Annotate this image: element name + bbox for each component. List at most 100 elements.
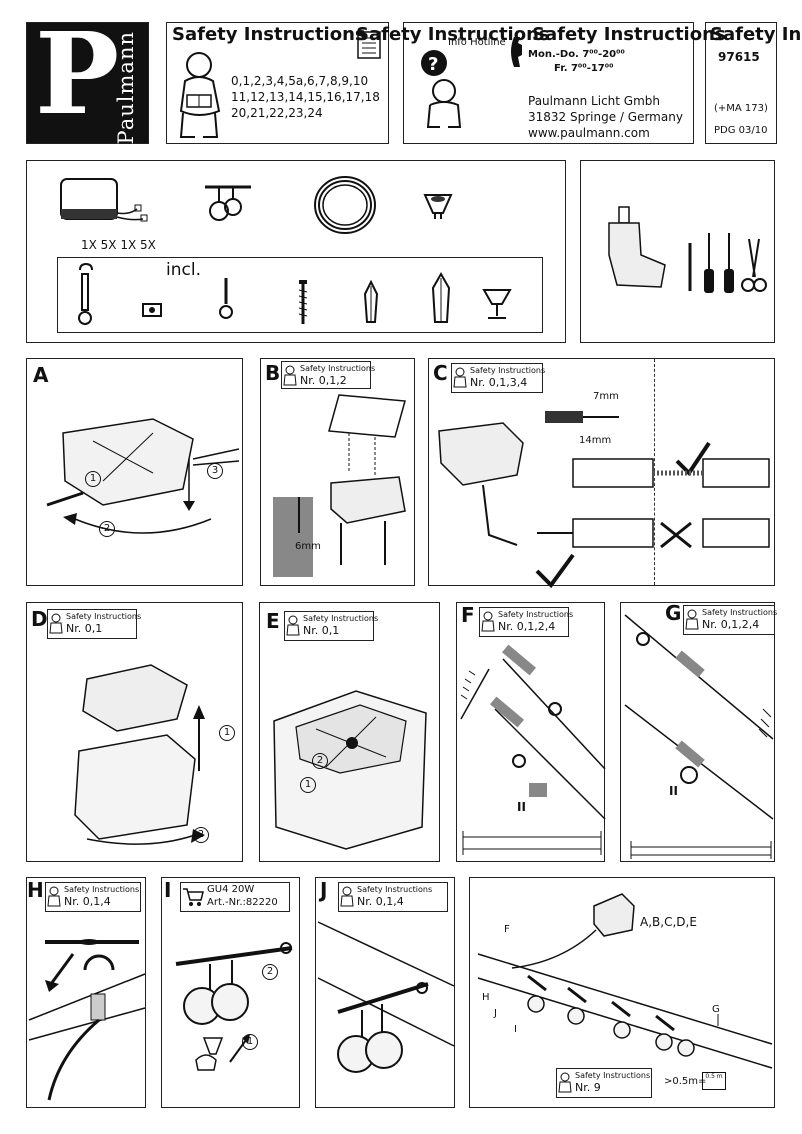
panel-g: G Safety Instructions Nr. 0,1,2,4 II	[620, 601, 778, 862]
safety-label: Safety Instructions	[303, 614, 379, 623]
safety-person-icon	[481, 611, 495, 632]
panel-f-safety-tag: Safety Instructions Nr. 0,1,2,4	[479, 607, 573, 637]
safety-label: Safety Instructions	[66, 612, 142, 621]
hotline-hours-weekdays: Mon.-Do. 7⁰⁰-20⁰⁰	[528, 49, 625, 60]
wiring-diagram	[438, 411, 770, 589]
ma-note: (+MA 173)	[714, 103, 768, 114]
safety-heading-1: Safety Instructions	[172, 24, 366, 45]
safety-number: Nr. 0,1,4	[357, 895, 404, 908]
label-i: I	[514, 1024, 517, 1035]
cable-coil-icon	[314, 176, 376, 234]
safety-person-icon	[340, 886, 354, 907]
safety-number: Nr. 0,1,2,4	[498, 620, 556, 633]
screw-icon	[298, 280, 308, 324]
safety-label: Safety Instructions	[702, 608, 778, 617]
safety-person-icon	[453, 367, 467, 388]
panel-c-letter: C	[433, 361, 448, 385]
safety-label: Safety Instructions	[300, 364, 376, 373]
wall-anchor-diagram	[460, 644, 606, 855]
safety-heading-4: Safety Instructions	[710, 24, 802, 45]
drill-icon	[608, 206, 666, 288]
safety-numbers-line2: 11,12,13,14,15,16,17,18	[231, 90, 380, 104]
safety-person-icon	[685, 609, 699, 630]
safety-heading-3: Safety Instructions	[532, 24, 726, 45]
panel-i-letter: I	[164, 878, 172, 902]
company-address: 31832 Springe / Germany	[528, 110, 683, 124]
step-1-marker: 1	[242, 1034, 258, 1050]
panel-overview: A,B,C,D,E F H J I G Safety Instructions …	[469, 877, 775, 1108]
reading-person-icon	[179, 52, 221, 138]
panel-d-letter: D	[31, 607, 48, 631]
screwdriver-icon	[704, 233, 734, 293]
system-overview-diagram	[477, 893, 773, 1069]
bulb-type: GU4 20W	[207, 884, 255, 895]
safety-numbers-line3: 20,21,22,23,24	[231, 106, 323, 120]
safety-person-icon	[558, 1072, 572, 1093]
panel-b-letter: B	[265, 361, 281, 385]
panel-i: I GU4 20W Art.-Nr.:82220 2 1	[161, 877, 300, 1108]
panel-c: C Safety Instructions Nr. 0,1,3,4 7mm 14…	[428, 358, 775, 589]
panel-e-letter: E	[266, 609, 280, 633]
step-2-marker: 2	[193, 827, 209, 843]
safety-label: Safety Instructions	[470, 366, 546, 375]
panel-h-letter: H	[27, 878, 44, 902]
step-2-marker: 2	[312, 753, 328, 769]
safety-number: Nr. 0,1,3,4	[470, 376, 528, 389]
eye-hook-icon	[219, 278, 233, 319]
safety-number: Nr. 0,1	[303, 624, 340, 637]
bulb-icon	[423, 194, 453, 219]
bulb-insert-diagram	[175, 942, 293, 1071]
logo-letter: P	[35, 9, 120, 140]
safety-instructions-box: 0,1,2,3,4,5a,6,7,8,9,10 11,12,13,14,15,1…	[166, 22, 389, 144]
panel-g-letter: G	[665, 601, 682, 625]
step-1-marker: 1	[219, 725, 235, 741]
bulb-article-number: Art.-Nr.:82220	[207, 897, 278, 908]
step-2-marker: 2	[99, 521, 115, 537]
panel-e: E Safety Instructions Nr. 0,1 2 1	[259, 602, 440, 862]
cable-clamp-icon	[142, 303, 162, 317]
step-1-marker: 1	[85, 471, 101, 487]
company-name: Paulmann Licht Gmbh	[528, 94, 661, 108]
panel-j-safety-tag: Safety Instructions Nr. 0,1,4	[338, 882, 448, 912]
hotline-box: ? Info Hotline Mon.-Do. 7⁰⁰-20⁰⁰ Fr. 7⁰⁰…	[403, 22, 694, 144]
label-steps-abcde: A,B,C,D,E	[640, 915, 697, 929]
safety-label: Safety Instructions	[575, 1071, 651, 1080]
step-2-marker: 2	[262, 964, 278, 980]
hotline-hours-friday: Fr. 7⁰⁰-17⁰⁰	[554, 63, 614, 74]
drill-size-label: 6mm	[295, 541, 321, 552]
safety-number: Nr. 0,1,4	[64, 895, 111, 908]
article-box: 97615 (+MA 173) PDG 03/10	[705, 22, 777, 144]
panel-f: F Safety Instructions Nr. 0,1,2,4 II	[456, 602, 606, 862]
label-f: F	[504, 924, 510, 935]
wall-plug-large-icon	[431, 271, 451, 323]
included-label: incl.	[166, 260, 201, 280]
min-distance-label: >0.5m=	[664, 1076, 707, 1087]
label-j: J	[494, 1008, 497, 1019]
panel-j-letter: J	[320, 878, 328, 902]
strip-length-14mm: 14mm	[579, 435, 612, 446]
safety-person-icon	[49, 613, 63, 634]
panel-b: B Safety Instructions Nr. 0,1,2 6mm	[260, 358, 415, 586]
spot-lamp-icon	[205, 185, 251, 221]
quantity-label: 1X 5X 1X 5X	[81, 238, 156, 252]
ceiling-mount-diagram	[273, 394, 406, 577]
company-website[interactable]: www.paulmann.com	[528, 126, 650, 140]
safety-person-icon	[286, 615, 300, 636]
safety-numbers-line1: 0,1,2,3,4,5a,6,7,8,9,10	[231, 74, 369, 88]
scissors-icon	[741, 238, 767, 292]
parallel-marker: II	[517, 800, 526, 814]
turnbuckle-tension-diagram	[624, 614, 774, 859]
question-person-icon: ?	[421, 50, 462, 128]
panel-g-safety-tag: Safety Instructions Nr. 0,1,2,4	[683, 605, 778, 635]
safety-number: Nr. 9	[575, 1081, 601, 1094]
safety-number: Nr. 0,1,2,4	[702, 618, 760, 631]
overview-safety-tag: Safety Instructions Nr. 9	[556, 1068, 652, 1098]
safety-number: Nr. 0,1	[66, 622, 103, 635]
panel-e-safety-tag: Safety Instructions Nr. 0,1	[284, 611, 378, 641]
step-3-marker: 3	[207, 463, 223, 479]
safety-person-icon	[47, 886, 61, 907]
tools-box	[580, 160, 775, 343]
turnbuckle-icon	[78, 262, 93, 325]
svg-text:?: ?	[428, 54, 438, 75]
safety-label: Safety Instructions	[498, 610, 574, 619]
